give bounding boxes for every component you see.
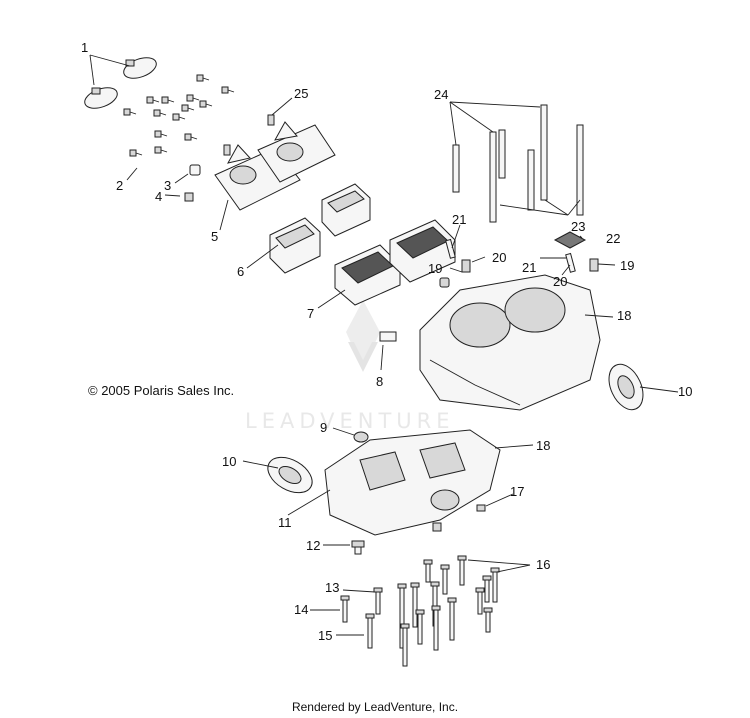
small-plug	[432, 522, 442, 532]
callout-4: 4	[155, 189, 162, 204]
reed-housings	[269, 183, 371, 274]
fittings	[184, 114, 275, 202]
intake-gaskets	[214, 121, 336, 211]
crank-seal-upper	[608, 363, 644, 411]
bolt-12	[351, 540, 365, 555]
callout-8: 8	[376, 374, 383, 389]
copyright-notice: © 2005 Polaris Sales Inc.	[88, 383, 235, 398]
callout-23: 23	[571, 219, 585, 234]
reed-blocks	[334, 219, 456, 306]
callout-15: 15	[318, 628, 332, 643]
drain-plug	[476, 504, 486, 512]
crankcase-bolts	[340, 555, 500, 667]
callout-labels: 1 2 3 4 5 6 7 8 9 10 10 11 12 13 14 15 1…	[81, 40, 692, 643]
callout-10-upper: 10	[678, 384, 692, 399]
callout-16: 16	[536, 557, 550, 572]
callout-6: 6	[237, 264, 244, 279]
footer-credit: Rendered by LeadVenture, Inc.	[291, 700, 459, 714]
callout-19-left: 19	[428, 261, 442, 276]
callout-14: 14	[294, 602, 308, 617]
callout-18-upper: 18	[617, 308, 631, 323]
callout-10-lower: 10	[222, 454, 236, 469]
hose-clamps	[84, 57, 157, 109]
callout-22: 22	[606, 231, 620, 246]
callout-25: 25	[294, 86, 308, 101]
callout-11: 11	[278, 515, 292, 530]
lower-crankcase	[324, 429, 501, 536]
callout-20-right: 20	[553, 274, 567, 289]
callout-5: 5	[211, 229, 218, 244]
callout-17: 17	[510, 484, 524, 499]
crank-seal-lower	[267, 456, 313, 494]
washer	[353, 431, 369, 443]
callout-18-lower: 18	[536, 438, 550, 453]
callout-19-right: 19	[620, 258, 634, 273]
watermark-text: LEADVENTURE	[245, 409, 455, 433]
leader-lines	[89, 54, 679, 636]
callout-20-left: 20	[492, 250, 506, 265]
watermark-logo: LEADVENTURE	[245, 300, 455, 433]
upper-crankcase	[379, 274, 601, 411]
callout-9: 9	[320, 420, 327, 435]
small-bolts	[123, 74, 235, 157]
small-fittings	[439, 231, 599, 288]
callout-12: 12	[306, 538, 320, 553]
callout-2: 2	[116, 178, 123, 193]
callout-7: 7	[307, 306, 314, 321]
callout-1: 1	[81, 40, 88, 55]
callout-21-upper: 21	[452, 212, 466, 227]
callout-13: 13	[325, 580, 339, 595]
callout-3: 3	[164, 178, 171, 193]
callout-21-lower: 21	[522, 260, 536, 275]
cylinder-studs	[452, 104, 584, 223]
callout-24: 24	[434, 87, 448, 102]
